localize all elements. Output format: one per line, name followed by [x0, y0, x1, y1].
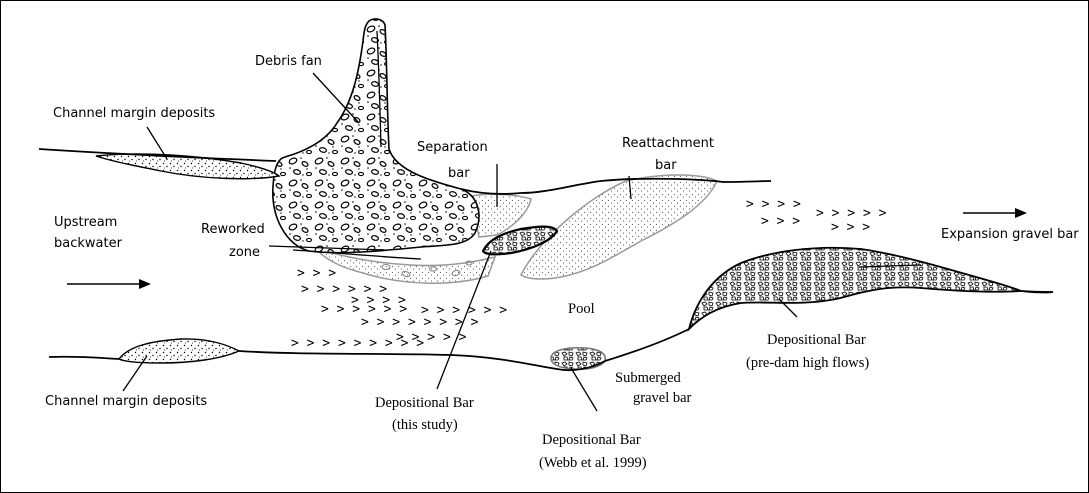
submerged-gravel-bar — [551, 348, 605, 369]
channel-margin-deposit-bottom — [119, 339, 239, 363]
label-upstream-1: Upstream — [54, 215, 117, 230]
expansion-gravel-bar — [689, 248, 1021, 329]
label-submerged-2: gravel bar — [633, 390, 692, 406]
label-reattachment-bar-2: bar — [655, 158, 677, 173]
label-depositional-bar-predam-2: (pre-dam high flows) — [746, 355, 869, 371]
label-channel-margin-top: Channel margin deposits — [53, 106, 215, 121]
svg-text:> > > > >: > > > > > — [816, 206, 887, 221]
label-channel-margin-bottom: Channel margin deposits — [45, 394, 207, 409]
label-separation-bar-2: bar — [448, 166, 470, 181]
label-reattachment-bar-1: Reattachment — [622, 136, 714, 151]
label-depositional-bar-webb-1: Depositional Bar — [542, 432, 641, 448]
svg-text:> > >: > > > — [761, 214, 800, 229]
svg-text:> > >: > > > — [297, 266, 336, 281]
svg-text:> > > >: > > > > — [746, 197, 801, 212]
label-reworked-2: zone — [229, 245, 260, 260]
svg-text:> > > > >: > > > > > — [396, 330, 467, 345]
flow-arrow-right — [963, 208, 1027, 218]
label-depositional-bar-webb-2: (Webb et al. 1999) — [539, 455, 647, 471]
label-debris-fan: Debris fan — [255, 54, 322, 69]
svg-text:> > > > > >: > > > > > > — [421, 303, 507, 318]
flow-arrow-left — [67, 279, 151, 289]
label-upstream-2: backwater — [54, 236, 123, 251]
label-expansion-gravel-bar: Expansion gravel bar — [941, 227, 1079, 242]
label-separation-bar-1: Separation — [417, 140, 488, 155]
label-pool: Pool — [568, 301, 595, 317]
label-depositional-bar-this-2: (this study) — [392, 417, 458, 433]
label-submerged-1: Submerged — [615, 370, 682, 386]
label-depositional-bar-predam-1: Depositional Bar — [767, 332, 866, 348]
label-depositional-bar-this-1: Depositional Bar — [375, 395, 474, 411]
label-reworked-1: Reworked — [201, 222, 265, 237]
svg-text:> > >: > > > — [831, 220, 870, 235]
